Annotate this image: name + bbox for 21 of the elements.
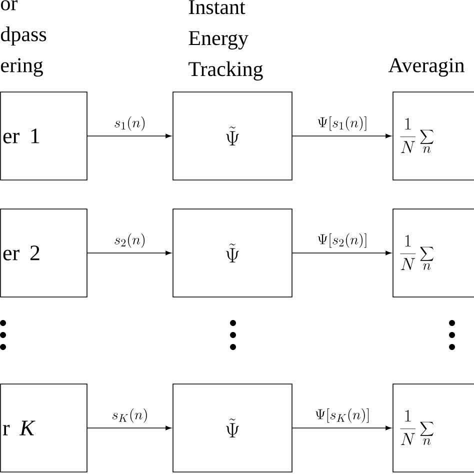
arrow [87, 134, 172, 138]
arrow [292, 426, 392, 430]
edge-label: $\Psi[s_K(n)]$ [316, 408, 368, 423]
arrow [87, 426, 172, 430]
averaging-box: $\frac{1}{N}\sum_{n}$ [392, 92, 474, 180]
averaging-box: $\frac{1}{N}\sum_{n}$ [392, 208, 474, 298]
arrow [87, 250, 172, 256]
edge-label: $\Psi[s_2(n)]$ [318, 233, 366, 248]
edge-label: $\Psi[s_1(n)]$ [318, 116, 366, 131]
filter-box: er 2 [0, 208, 88, 298]
energy-operator-box: $\tilde{\Psi}$ [172, 208, 292, 298]
filter-box: r K [0, 384, 88, 472]
energy-operator-box: $\tilde{\Psi}$ [172, 92, 292, 180]
arrow [292, 250, 392, 256]
edge-label: $s_K(n)$ [112, 408, 147, 423]
filter-box: er 1 [0, 92, 88, 180]
averaging-box: $\frac{1}{N}\sum_{n}$ [392, 384, 474, 472]
energy-operator-box: $\tilde{\Psi}$ [172, 384, 292, 472]
edge-label: $s_2(n)$ [114, 233, 145, 248]
edge-label: $s_1(n)$ [114, 116, 145, 131]
arrow [292, 134, 392, 138]
